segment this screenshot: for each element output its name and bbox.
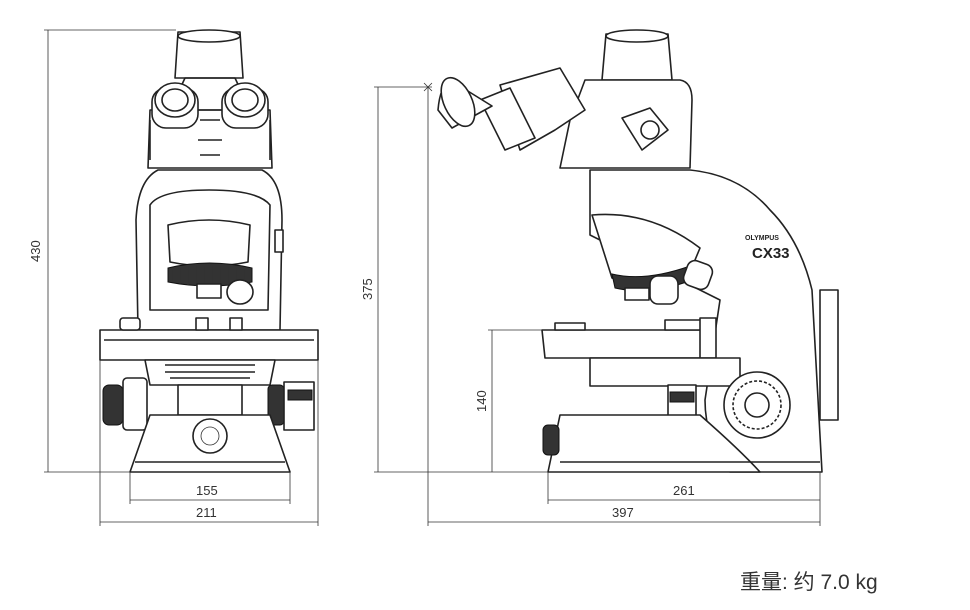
side-view-microscope: OLYMPUS CX33 xyxy=(437,29,839,473)
side-dimension-lines xyxy=(374,82,821,526)
side-total-depth-label: 397 xyxy=(612,505,634,520)
side-stage-height-label: 140 xyxy=(474,390,489,412)
front-view-microscope xyxy=(99,29,319,473)
front-height-label: 430 xyxy=(28,240,43,262)
front-base-width-label: 155 xyxy=(196,483,218,498)
weight-label: 重量: 约 7.0 kg xyxy=(740,571,878,594)
side-height-label: 375 xyxy=(360,278,375,300)
front-dimension-lines xyxy=(44,29,319,526)
brand-logo: OLYMPUS xyxy=(745,235,779,242)
model-logo: CX33 xyxy=(752,245,790,262)
side-base-depth-label: 261 xyxy=(673,483,695,498)
front-stage-width-label: 211 xyxy=(196,505,217,520)
